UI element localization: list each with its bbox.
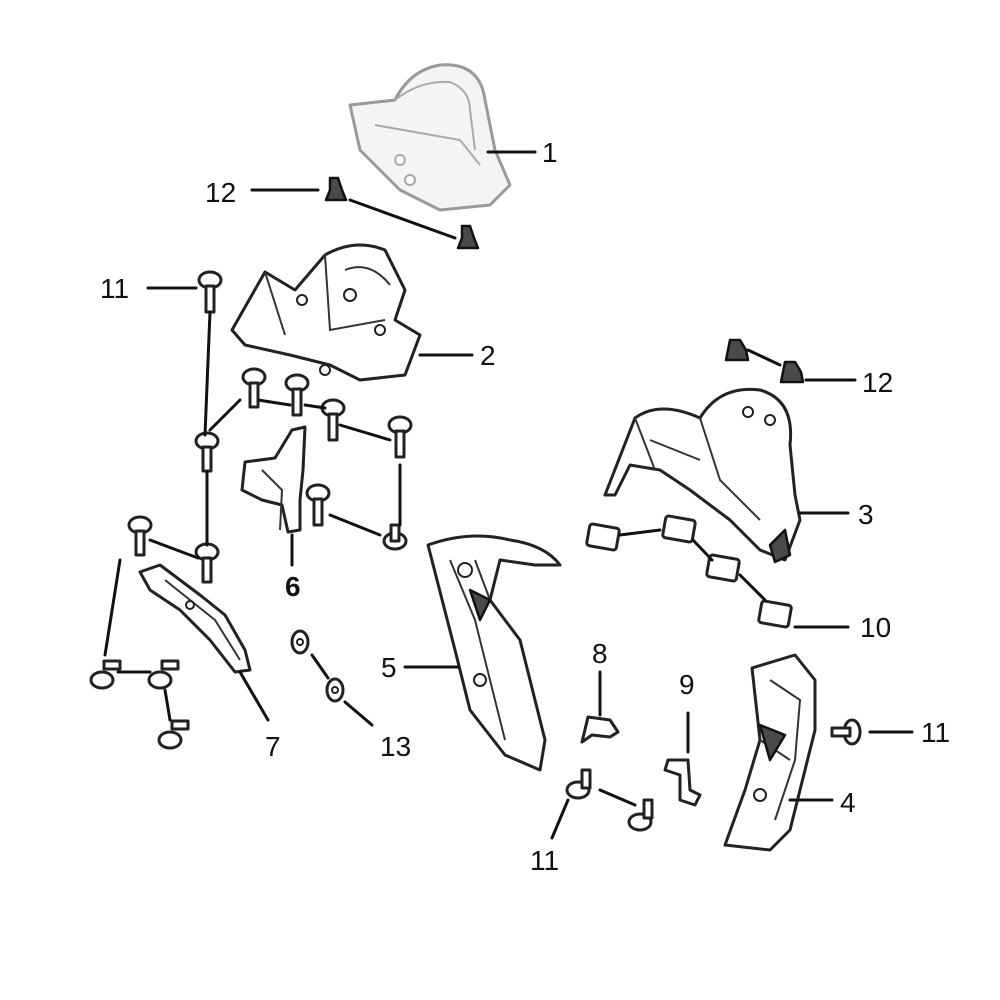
part-13-nuts xyxy=(290,629,345,703)
callout-leaders xyxy=(146,150,914,840)
callout-2: 2 xyxy=(480,340,496,371)
callout-8: 8 xyxy=(592,638,608,669)
callout-7: 7 xyxy=(265,731,281,762)
callout-13: 13 xyxy=(380,731,411,762)
callout-1: 1 xyxy=(542,137,558,168)
part-8-clip xyxy=(580,715,620,744)
callout-11-bottom: 11 xyxy=(530,845,559,876)
callout-10: 10 xyxy=(860,612,891,643)
part-10-speed-nuts xyxy=(585,514,793,629)
part-4-right-side-cover xyxy=(723,653,817,852)
part-1-handlebar-cover xyxy=(348,63,512,212)
callout-11-right: 11 xyxy=(921,717,950,748)
callout-labels: 1 12 11 2 12 3 6 10 8 5 9 11 7 13 4 11 xyxy=(100,137,950,876)
part-2-upper-bracket xyxy=(230,243,422,382)
callout-12-top: 12 xyxy=(205,177,236,208)
callout-11-top-left: 11 xyxy=(100,273,129,304)
callout-4: 4 xyxy=(840,787,856,818)
part-9-clip xyxy=(663,758,702,807)
callout-6: 6 xyxy=(285,571,301,602)
callout-9: 9 xyxy=(679,669,695,700)
callout-5: 5 xyxy=(381,652,397,683)
assembly-lines xyxy=(103,198,782,807)
part-11-screws xyxy=(89,270,862,832)
part-5-left-side-cover xyxy=(426,534,562,772)
part-7-arm-bracket xyxy=(138,563,252,674)
callout-3: 3 xyxy=(858,499,874,530)
part-3-front-upper-cover xyxy=(603,387,802,564)
part-6-small-bracket xyxy=(240,425,307,534)
callout-12-right: 12 xyxy=(862,367,893,398)
part-12-clip-screws xyxy=(324,176,805,384)
